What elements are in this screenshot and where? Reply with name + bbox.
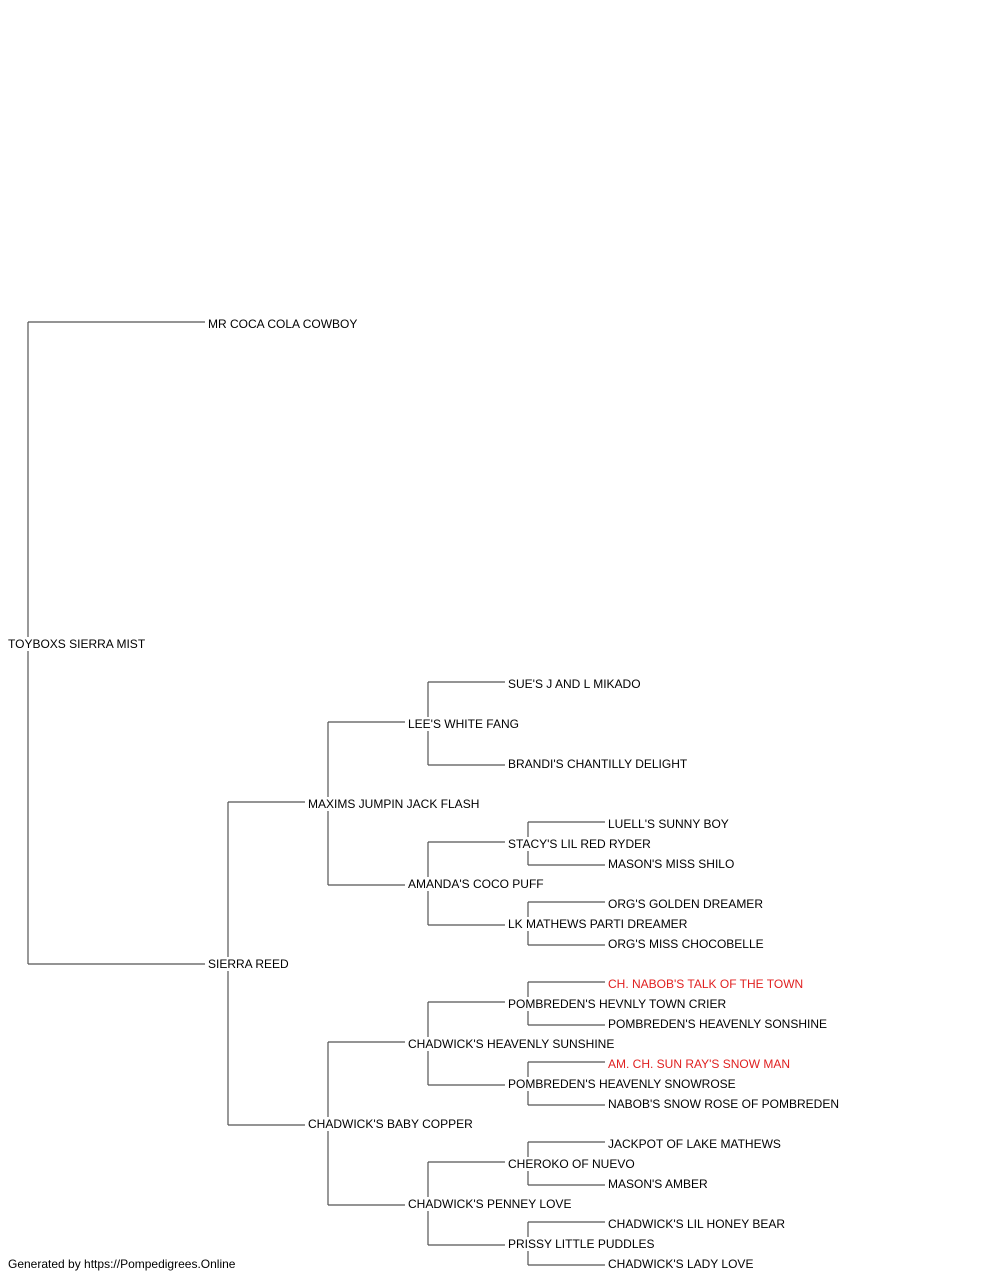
dog-name-dam-dam: CHADWICK'S BABY COPPER xyxy=(308,1117,473,1131)
dog-name-gen5: LK MATHEWS PARTI DREAMER xyxy=(508,917,688,931)
dog-name-gen6: NABOB'S SNOW ROSE OF POMBREDEN xyxy=(608,1097,839,1111)
dog-name-gen6: CHADWICK'S LADY LOVE xyxy=(608,1257,754,1271)
dog-name-gen6: ORG'S MISS CHOCOBELLE xyxy=(608,937,764,951)
dog-name-gen5: POMBREDEN'S HEAVENLY SNOWROSE xyxy=(508,1077,736,1091)
dog-name-gen6: MASON'S AMBER xyxy=(608,1177,708,1191)
dog-name-gen4: CHADWICK'S PENNEY LOVE xyxy=(408,1197,572,1211)
dog-name-gen6: LUELL'S SUNNY BOY xyxy=(608,817,729,831)
dog-name-gen6-champion: CH. NABOB'S TALK OF THE TOWN xyxy=(608,977,804,991)
dog-name-gen6: POMBREDEN'S HEAVENLY SONSHINE xyxy=(608,1017,828,1031)
dog-name-gen5: CHEROKO OF NUEVO xyxy=(508,1157,635,1171)
dog-name-gen6: MASON'S MISS SHILO xyxy=(608,857,735,871)
dog-name-gen6: ORG'S GOLDEN DREAMER xyxy=(608,897,763,911)
dog-name-gen5: BRANDI'S CHANTILLY DELIGHT xyxy=(508,757,688,771)
dog-name-dam: SIERRA REED xyxy=(208,957,289,971)
dog-name-gen4: AMANDA'S COCO PUFF xyxy=(408,877,544,891)
dog-name-gen5: SUE'S J AND L MIKADO xyxy=(508,677,641,691)
dog-name-sire: MR COCA COLA COWBOY xyxy=(208,317,358,331)
dog-name-gen4: CHADWICK'S HEAVENLY SUNSHINE xyxy=(408,1037,615,1051)
dog-name-gen5: STACY'S LIL RED RYDER xyxy=(508,837,651,851)
dog-name-gen5: PRISSY LITTLE PUDDLES xyxy=(508,1237,655,1251)
dog-name-gen5: POMBREDEN'S HEVNLY TOWN CRIER xyxy=(508,997,727,1011)
footer-credit: Generated by https://Pompedigrees.Online xyxy=(8,1257,236,1271)
dog-name-gen6: JACKPOT OF LAKE MATHEWS xyxy=(608,1137,781,1151)
dog-name-gen4: LEE'S WHITE FANG xyxy=(408,717,519,731)
dog-name-subject: TOYBOXS SIERRA MIST xyxy=(8,637,146,651)
dog-name-dam-sire: MAXIMS JUMPIN JACK FLASH xyxy=(308,797,480,811)
dog-name-gen6: CHADWICK'S LIL HONEY BEAR xyxy=(608,1217,785,1231)
dog-name-gen6-champion: AM. CH. SUN RAY'S SNOW MAN xyxy=(608,1057,791,1071)
